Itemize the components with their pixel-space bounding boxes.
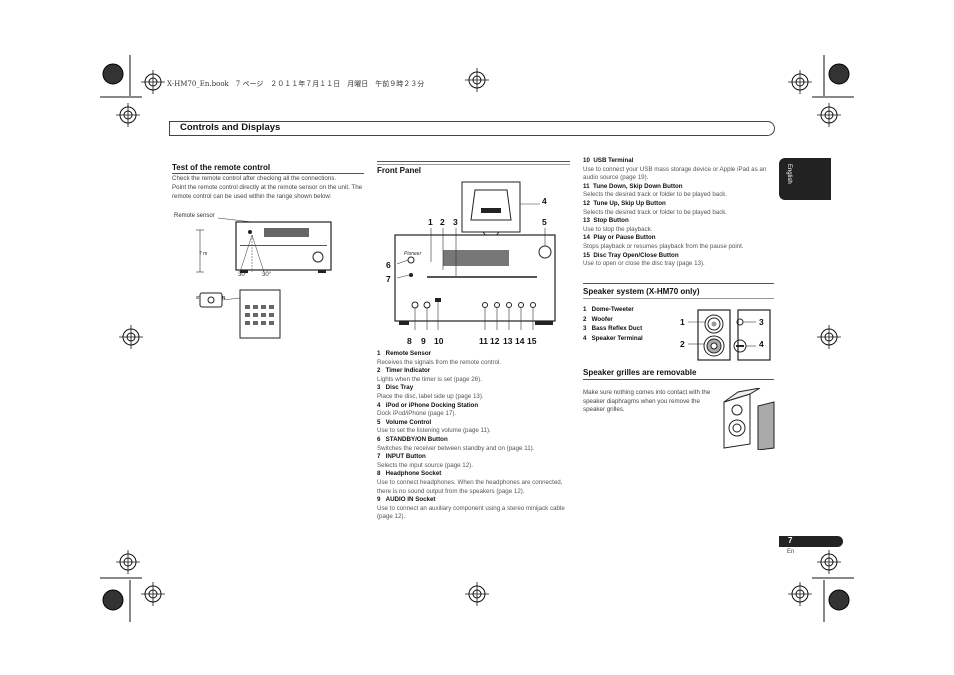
- angle-right-label: 30°: [262, 272, 272, 278]
- front-panel-rule-top: [377, 161, 570, 162]
- callout-10: 10: [434, 336, 444, 346]
- speaker-callout-3: 3: [759, 317, 764, 327]
- speaker-system-items: 1 Dome-Tweeter 2 Woofer 3 Bass Reflex Du…: [583, 306, 673, 343]
- distance-label: 7 m: [199, 251, 208, 257]
- callout-8: 8: [407, 336, 412, 346]
- language-tab-label: English: [786, 164, 792, 184]
- speaker-system-rule-2: [583, 298, 774, 299]
- remote-test-body-2: Point the remote control directly at the…: [172, 184, 363, 200]
- grilles-rule: [583, 379, 774, 380]
- language-tab: [779, 158, 831, 200]
- callout-13: 13: [503, 336, 513, 346]
- page-number-tab: [779, 536, 843, 547]
- list-item: 8 Headphone Socket: [377, 470, 442, 478]
- grilles-body: Make sure nothing comes into contact wit…: [583, 389, 711, 414]
- callout-12: 12: [490, 336, 500, 346]
- list-item: 1 Dome-Tweeter: [583, 306, 634, 313]
- list-item: 2 Woofer: [583, 315, 613, 323]
- list-item: 4 iPod or iPhone Docking Station: [377, 401, 479, 409]
- speaker-system-rule: [583, 283, 774, 284]
- list-item: 7 INPUT Button: [377, 453, 426, 461]
- callout-4: 4: [542, 196, 547, 206]
- remote-test-title: Test of the remote control: [172, 163, 271, 172]
- section-bar: [169, 121, 775, 136]
- list-item: 4 Speaker Terminal: [583, 334, 643, 342]
- print-header: X-HM70_En.book 7 ページ ２０１１年７月１１日 月曜日 午前９時…: [167, 80, 425, 88]
- callout-2: 2: [440, 217, 445, 227]
- list-item: 13 Stop Button: [583, 217, 629, 225]
- front-panel-illustration: [394, 181, 556, 330]
- callout-1: 1: [428, 217, 433, 227]
- page-language: En: [787, 549, 795, 555]
- list-item: 9 AUDIO IN Socket: [377, 496, 436, 504]
- callout-6: 6: [386, 260, 391, 270]
- speaker-system-title: Speaker system (X-HM70 only): [583, 287, 700, 296]
- list-item: 15 Disc Tray Open/Close Button: [583, 251, 679, 259]
- remote-test-body-1: Check the remote control after checking …: [172, 175, 337, 182]
- callout-9: 9: [421, 336, 426, 346]
- brand-logo: Pioneer: [404, 251, 422, 257]
- front-panel-rule-top-2: [377, 164, 570, 165]
- callout-7: 7: [386, 274, 391, 284]
- grille-illustration: [723, 388, 775, 450]
- grilles-title: Speaker grilles are removable: [583, 368, 697, 377]
- remote-test-rule: [172, 173, 364, 174]
- remote-sensor-label: Remote sensor: [174, 213, 215, 219]
- list-item: 1 Remote Sensor: [377, 350, 432, 357]
- callout-11: 11: [479, 336, 488, 346]
- list-item: 3 Bass Reflex Duct: [583, 325, 643, 333]
- speaker-callout-1: 1: [680, 317, 685, 327]
- angle-left-label: 30°: [238, 272, 248, 278]
- callout-14: 14: [515, 336, 525, 346]
- list-item: 3 Disc Tray: [377, 384, 414, 392]
- list-item: 11 Tune Down, Skip Down Button: [583, 182, 683, 190]
- callout-5: 5: [542, 217, 547, 227]
- page-number: 7: [788, 536, 793, 545]
- section-title: Controls and Displays: [180, 122, 281, 133]
- speaker-callout-2: 2: [680, 339, 685, 349]
- list-item: 14 Play or Pause Button: [583, 234, 656, 242]
- list-item: 2 Timer Indicator: [377, 367, 431, 375]
- callout-3: 3: [453, 217, 458, 227]
- front-panel-items-right: 10 USB Terminal Use to connect your USB …: [583, 157, 775, 269]
- callout-15: 15: [527, 336, 537, 346]
- list-item: 6 STANDBY/ON Button: [377, 435, 448, 443]
- speaker-callout-4: 4: [759, 339, 764, 349]
- front-panel-title: Front Panel: [377, 166, 422, 175]
- speaker-illustration: [688, 309, 771, 361]
- remote-range-illustration: [196, 217, 332, 339]
- list-item: 12 Tune Up, Skip Up Button: [583, 199, 666, 207]
- list-item: 10 USB Terminal: [583, 157, 634, 164]
- list-item: 5 Volume Control: [377, 418, 432, 426]
- front-panel-items: 1 Remote Sensor Receives the signals fro…: [377, 350, 570, 522]
